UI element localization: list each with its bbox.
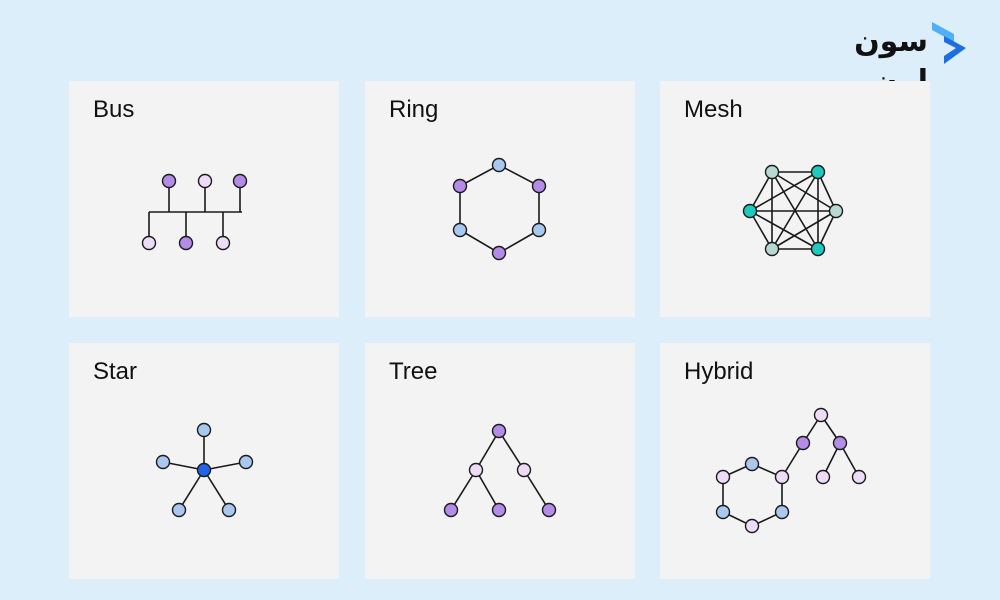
ring-edges: [459, 164, 540, 254]
ring-topology-diagram: [452, 157, 547, 261]
tree-edges: [450, 430, 550, 511]
bus-topology-diagram: [141, 173, 248, 251]
tree-edge: [523, 469, 550, 511]
ring-nodes: [452, 157, 547, 261]
ring-node-4: [491, 245, 507, 261]
hybrid-nodes: [715, 407, 867, 534]
hybrid-tree-right-right: [851, 469, 867, 485]
mesh-edge: [771, 171, 837, 212]
bus-node-t3: [232, 173, 248, 189]
bus-node-t2: [197, 173, 213, 189]
ring-node-1: [491, 157, 507, 173]
diagram-title-tree: Tree: [389, 358, 438, 385]
diagram-card-mesh: Mesh: [660, 81, 930, 317]
hybrid-ring-loop: [722, 463, 783, 527]
diagram-title-bus: Bus: [93, 96, 135, 123]
tree-edge: [450, 469, 477, 511]
star-nodes: [155, 422, 254, 518]
diagram-card-hybrid: Hybrid: [660, 343, 930, 579]
hybrid-node-1: [715, 469, 731, 485]
ring-node-6: [452, 178, 468, 194]
star-node-bottom-right: [221, 502, 237, 518]
tree-node-root: [491, 423, 507, 439]
hybrid-edges: [722, 414, 860, 527]
tree-node-right: [516, 462, 532, 478]
diagram-title-hybrid: Hybrid: [684, 358, 754, 385]
mesh-node-4: [810, 241, 826, 257]
hybrid-tree-left: [795, 435, 811, 451]
bus-edges: [148, 181, 242, 243]
diagram-card-tree: Tree: [365, 343, 635, 579]
star-hub-node: [196, 462, 212, 478]
bus-nodes: [141, 173, 248, 251]
mesh-node-5: [764, 241, 780, 257]
hybrid-node-3: [774, 469, 790, 485]
bus-node-b1: [141, 235, 157, 251]
hybrid-tree-root: [813, 407, 829, 423]
mesh-edge: [749, 171, 819, 212]
diagram-card-bus: Bus: [69, 81, 339, 317]
ring-node-5: [452, 222, 468, 238]
ring-node-3: [531, 222, 547, 238]
ring-loop: [459, 164, 540, 254]
tree-node-left-left: [443, 502, 459, 518]
bus-node-b2: [178, 235, 194, 251]
mesh-node-3: [828, 203, 844, 219]
tree-edge: [498, 430, 525, 471]
mesh-edge: [749, 210, 773, 250]
hybrid-node-6: [715, 504, 731, 520]
bus-node-t1: [161, 173, 177, 189]
ring-node-2: [531, 178, 547, 194]
tree-edge: [475, 430, 500, 471]
star-node-bottom-left: [171, 502, 187, 518]
hybrid-node-5: [744, 518, 760, 534]
hybrid-tree-right: [832, 435, 848, 451]
mesh-nodes: [742, 164, 844, 257]
tree-node-left: [468, 462, 484, 478]
mesh-edges: [749, 171, 837, 250]
logo-mark-upper-shape: [932, 22, 954, 42]
hybrid-topology-diagram: [715, 407, 867, 534]
mesh-node-6: [742, 203, 758, 219]
mesh-topology-diagram: [742, 164, 844, 257]
brand-logo: سون لرن: [796, 18, 968, 99]
mesh-edge: [749, 210, 819, 250]
hybrid-node-2: [744, 456, 760, 472]
star-edge: [203, 469, 230, 511]
brand-logo-text: سون لرن: [854, 24, 928, 99]
diagram-title-star: Star: [93, 358, 138, 385]
mesh-node-1: [764, 164, 780, 180]
mesh-node-2: [810, 164, 826, 180]
mesh-edge: [771, 210, 837, 250]
star-topology-diagram: [155, 422, 254, 518]
diagram-card-ring: Ring: [365, 81, 635, 317]
tree-nodes: [443, 423, 557, 518]
mesh-edge: [749, 171, 773, 212]
star-node-right: [238, 454, 254, 470]
star-node-top: [196, 422, 212, 438]
star-edge: [178, 469, 205, 511]
star-node-left: [155, 454, 171, 470]
logo-mark-arrow-shape: [944, 36, 966, 64]
bus-node-b3: [215, 235, 231, 251]
tree-edge: [475, 469, 500, 511]
diagram-card-star: Star: [69, 343, 339, 579]
hybrid-node-4: [774, 504, 790, 520]
brand-logo-mark-icon: [932, 22, 966, 64]
tree-node-right-right: [541, 502, 557, 518]
tree-topology-diagram: [443, 423, 557, 518]
tree-node-left-right: [491, 502, 507, 518]
hybrid-tree-right-left: [815, 469, 831, 485]
diagram-title-mesh: Mesh: [684, 96, 743, 123]
diagram-title-ring: Ring: [389, 96, 439, 123]
